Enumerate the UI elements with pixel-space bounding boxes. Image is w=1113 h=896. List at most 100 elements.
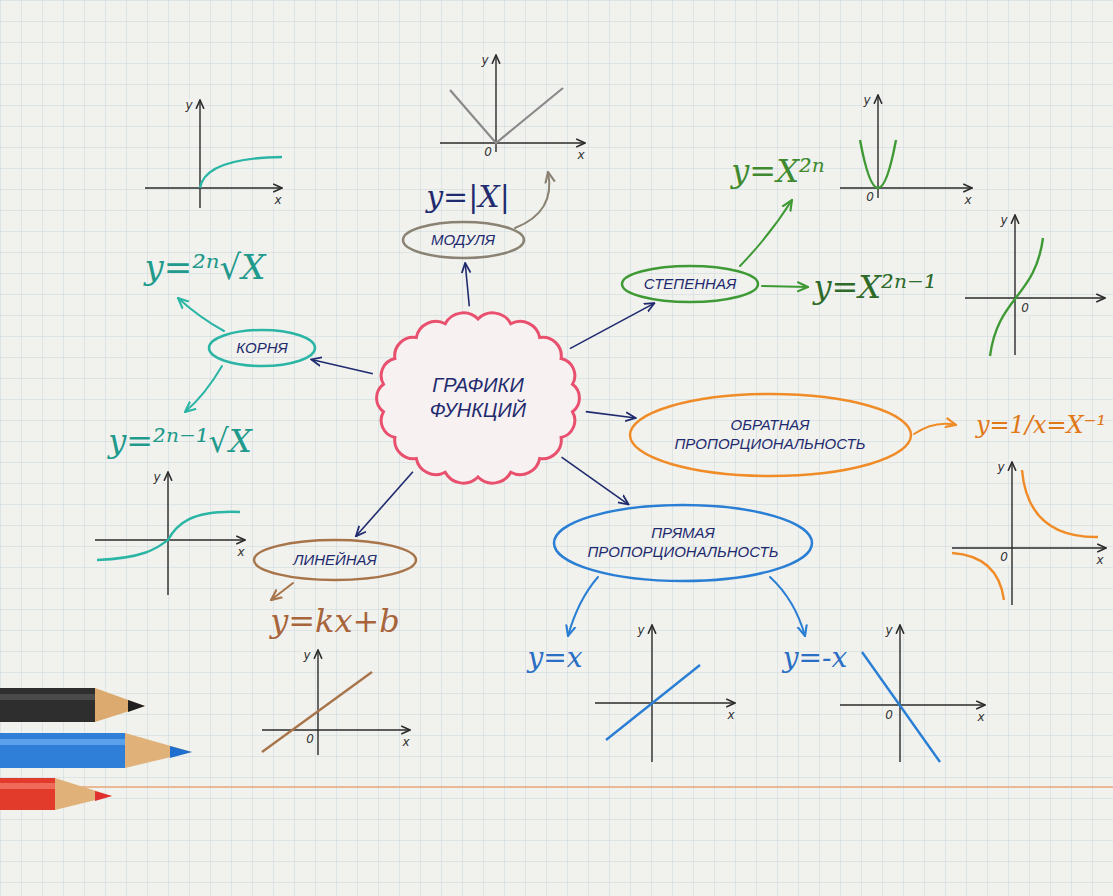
leader-arrow xyxy=(740,200,792,266)
formula: y=1/x=X⁻¹ xyxy=(976,412,1106,438)
graph-even-power xyxy=(840,95,972,198)
axis-label: y xyxy=(302,649,311,662)
formula: y=kx+b xyxy=(270,604,400,639)
leader-arrow xyxy=(185,366,222,412)
axis-label: 0 xyxy=(884,709,894,722)
function-curve xyxy=(952,553,1004,600)
axis-label: x xyxy=(1095,554,1104,567)
function-curve xyxy=(200,157,282,188)
y-axis xyxy=(1011,462,1012,605)
oval-node: СТЕПЕННАЯ xyxy=(620,264,760,304)
y-axis xyxy=(877,95,878,198)
y-axis xyxy=(495,55,496,152)
axis-label: 0 xyxy=(305,733,315,746)
oval-shape xyxy=(622,266,758,302)
pencil-body xyxy=(0,733,125,768)
y-axis xyxy=(317,650,318,755)
graph-root-even xyxy=(145,100,282,208)
y-axis xyxy=(199,100,200,208)
axis-label: y xyxy=(996,461,1005,474)
axis-label: 0 xyxy=(1020,302,1030,315)
axis-label: 0 xyxy=(865,191,875,204)
function-line xyxy=(606,665,700,740)
text-column: ПРЯМАЯ ПРОПОРЦИОНАЛЬНОСТЬ xyxy=(586,524,780,562)
graph-modulus xyxy=(440,55,585,152)
central-title: ГРАФИКИ ФУНКЦИЙ xyxy=(400,373,557,423)
oval-node: ПРЯМАЯ ПРОПОРЦИОНАЛЬНОСТЬ xyxy=(552,503,814,583)
axis-label: x xyxy=(576,149,585,162)
leader-arrows xyxy=(178,172,956,636)
x-axis xyxy=(965,297,1105,298)
function-curve xyxy=(1022,470,1098,537)
oval-shape xyxy=(630,394,911,476)
oval-shape xyxy=(209,330,315,366)
branch-label: МОДУЛЯ xyxy=(431,231,495,250)
axis-label: x xyxy=(273,194,282,207)
leader-arrow xyxy=(762,286,808,287)
x-axis xyxy=(262,729,410,730)
oval-node: КОРНЯ xyxy=(207,328,317,368)
connector-arrow xyxy=(570,303,655,348)
leader-arrow xyxy=(178,298,224,331)
x-axis xyxy=(145,187,282,188)
pencil-wood xyxy=(55,778,112,810)
leader-arrow xyxy=(568,577,598,636)
text-column: ГРАФИКИ ФУНКЦИЙ xyxy=(400,373,557,423)
axis-label: y xyxy=(184,99,193,112)
pencil-tip xyxy=(95,791,112,801)
y-axis xyxy=(899,625,900,762)
formula: y=-x xyxy=(783,643,848,674)
function-curve xyxy=(450,88,563,143)
axis-label: y xyxy=(152,471,161,484)
graph-direct xyxy=(595,625,735,762)
function-line xyxy=(262,672,372,752)
branch-label: СТЕПЕННАЯ xyxy=(644,275,736,294)
function-curve xyxy=(990,238,1043,356)
text-column: ЛИНЕЙНАЯ xyxy=(293,551,377,570)
pencil-shine xyxy=(0,783,55,789)
text-column: КОРНЯ xyxy=(236,339,287,358)
pencil-shine xyxy=(0,694,95,700)
oval-node: ОБРАТНАЯ ПРОПОРЦИОНАЛЬНОСТЬ xyxy=(628,392,913,478)
graph-linear xyxy=(262,650,410,755)
branch-label: КОРНЯ xyxy=(236,339,287,358)
text-column: СТЕПЕННАЯ xyxy=(644,275,736,294)
axis-label: y xyxy=(636,624,645,637)
axis-label: x xyxy=(963,194,972,207)
y-axis xyxy=(651,625,652,762)
x-axis xyxy=(952,547,1106,548)
connector-arrow xyxy=(356,472,413,537)
pencils xyxy=(0,688,192,810)
graph-inverse-direct xyxy=(840,625,985,762)
graph-root-odd xyxy=(95,472,245,595)
axis-label: y xyxy=(862,94,871,107)
cloud-node: ГРАФИКИ ФУНКЦИЙ xyxy=(372,309,584,487)
formula: y=|X| xyxy=(426,180,510,213)
axis-label: 0 xyxy=(483,146,493,159)
oval-node: ЛИНЕЙНАЯ xyxy=(252,538,418,582)
leader-arrow xyxy=(271,583,293,600)
formula: y=²ⁿ⁻¹√X xyxy=(108,424,252,459)
pencil-body xyxy=(0,778,55,810)
x-axis xyxy=(595,702,735,703)
branch-label: ОБРАТНАЯ ПРОПОРЦИОНАЛЬНОСТЬ xyxy=(665,416,876,454)
pencil-body xyxy=(0,688,95,722)
leader-arrow xyxy=(770,577,805,636)
x-axis xyxy=(840,187,972,188)
formula: y=X²ⁿ xyxy=(731,154,824,189)
function-curve xyxy=(860,140,896,188)
connector-arrow xyxy=(562,457,629,504)
connector-arrow xyxy=(586,412,636,418)
leader-arrow xyxy=(914,424,956,434)
oval-node: МОДУЛЯ xyxy=(401,220,526,260)
leader-arrow xyxy=(515,172,549,228)
pencil-wood xyxy=(125,733,192,768)
axis-label: x xyxy=(401,736,410,749)
x-axis xyxy=(840,704,985,705)
formula: y=X²ⁿ⁻¹ xyxy=(813,270,936,305)
pencil-shine xyxy=(0,739,125,745)
cloud-outline xyxy=(372,309,584,487)
